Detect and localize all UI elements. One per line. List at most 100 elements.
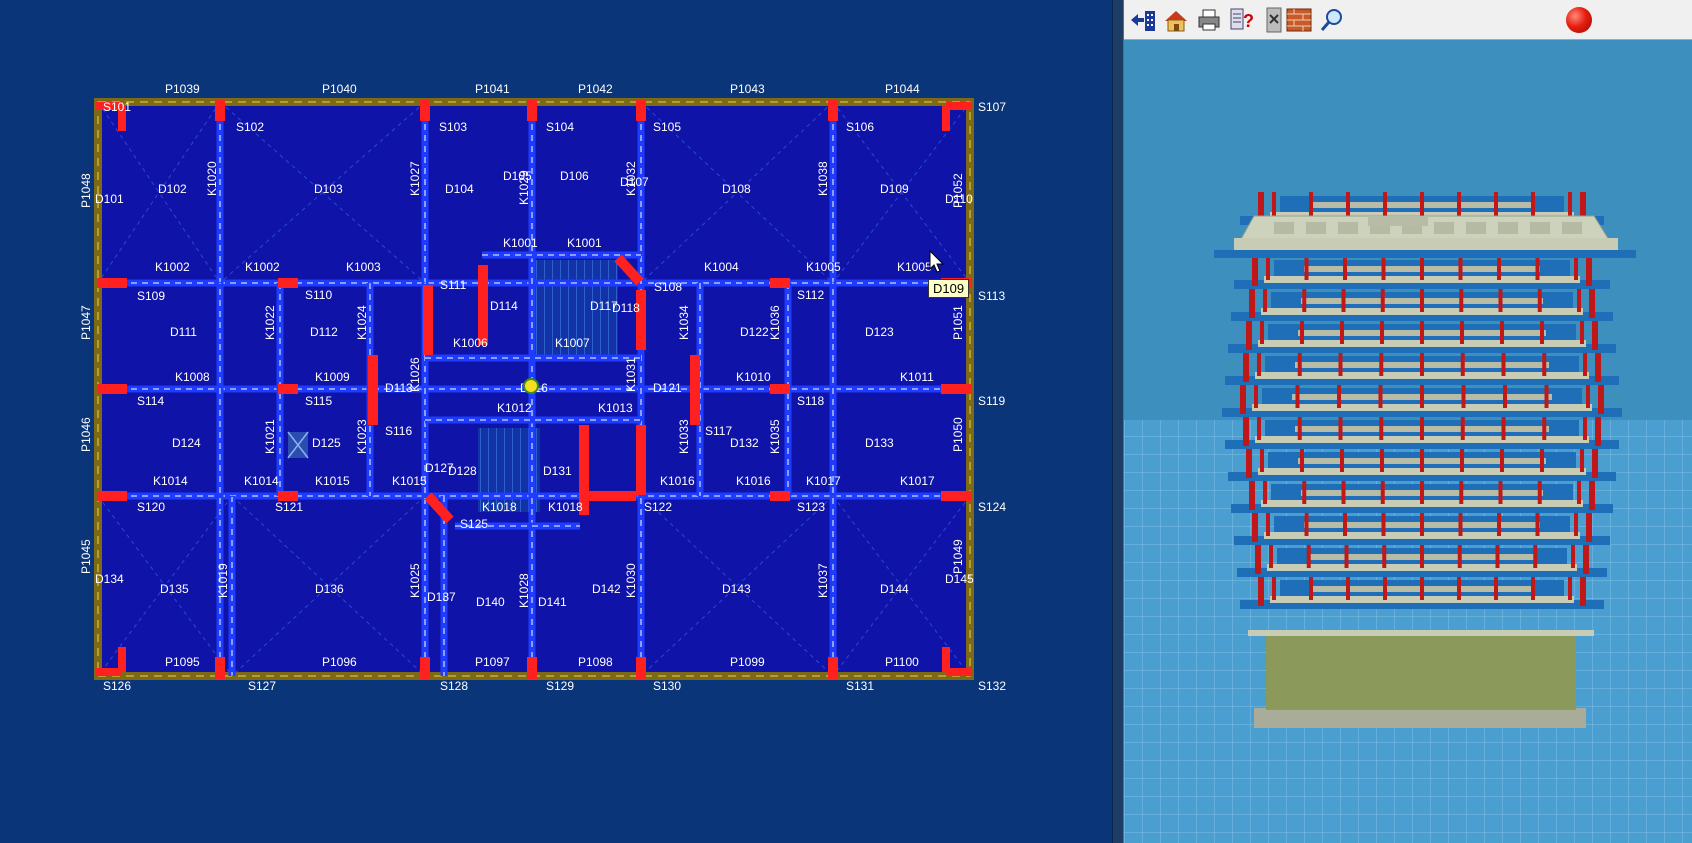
column-wall-5[interactable] — [579, 425, 589, 515]
beam-label: K1022 — [263, 305, 277, 340]
beam-label: K1014 — [244, 474, 279, 488]
podium-slab — [1248, 630, 1594, 636]
axis-label-right: P1051 — [951, 305, 965, 340]
column-label: S130 — [653, 679, 681, 693]
floor-level — [1234, 512, 1610, 545]
column-corner-tl[interactable] — [96, 102, 126, 131]
wall-texture-icon[interactable] — [1284, 5, 1314, 35]
column-wall-1[interactable] — [423, 285, 433, 355]
column-inner-2[interactable] — [278, 491, 298, 501]
column-inner-4[interactable] — [770, 384, 790, 394]
column-corner-br[interactable] — [942, 647, 972, 676]
column-label: S109 — [137, 289, 165, 303]
toolbar: ? — [1124, 0, 1692, 40]
column-inner-3[interactable] — [770, 278, 790, 288]
beam-label: K1018 — [482, 500, 517, 514]
column-bottom-4[interactable] — [828, 657, 838, 679]
beam-label: K1020 — [205, 161, 219, 196]
axis-label-top: P1040 — [322, 82, 357, 96]
axis-label-right: P1052 — [951, 173, 965, 208]
column-bottom-3[interactable] — [636, 657, 646, 679]
building-3d-view[interactable] — [1124, 40, 1692, 843]
home-icon[interactable] — [1161, 5, 1191, 35]
column-label: S121 — [275, 500, 303, 514]
column-top-4[interactable] — [828, 99, 838, 121]
column-right-2[interactable] — [941, 491, 971, 501]
beam-label: K1005 — [806, 260, 841, 274]
column-diag-2[interactable] — [424, 492, 454, 524]
column-wall-6[interactable] — [636, 425, 646, 495]
column-bottom-2[interactable] — [527, 657, 537, 679]
slab-label: D111 — [170, 325, 197, 339]
column-top-2[interactable] — [527, 99, 537, 121]
column-label: S128 — [440, 679, 468, 693]
back-building-icon[interactable] — [1128, 5, 1158, 35]
column-inner-0[interactable] — [278, 278, 298, 288]
beam-label: K1031 — [624, 357, 638, 392]
beam-label: K1013 — [598, 401, 633, 415]
column-inner-1[interactable] — [278, 384, 298, 394]
column-wall-8[interactable] — [690, 355, 700, 425]
column-inner-5[interactable] — [770, 491, 790, 501]
roof-panel — [1530, 222, 1550, 234]
selection-marker[interactable] — [523, 378, 539, 394]
column-top-1[interactable] — [420, 99, 430, 121]
axis-label-top: P1039 — [165, 82, 200, 96]
column-label: S111 — [440, 278, 467, 292]
roof-panel — [1434, 222, 1454, 234]
column-corner-bl[interactable] — [96, 647, 126, 676]
stop-button[interactable] — [1566, 7, 1592, 33]
column-bottom-0[interactable] — [215, 657, 225, 679]
print-icon[interactable] — [1194, 5, 1224, 35]
column-label: S103 — [439, 120, 467, 134]
pane-splitter[interactable] — [1112, 0, 1124, 843]
column-right-1[interactable] — [941, 384, 971, 394]
beam-label: K1001 — [503, 236, 538, 250]
slab-label: D135 — [160, 582, 189, 596]
beam-label: K1024 — [355, 305, 369, 340]
help-icon[interactable]: ? — [1227, 5, 1257, 35]
roof-panel — [1274, 222, 1294, 234]
axis-label-top: P1041 — [475, 82, 510, 96]
column-label: S115 — [305, 394, 332, 408]
column-wall-7[interactable] — [588, 491, 636, 501]
column-left-0[interactable] — [97, 278, 127, 288]
column-label: S104 — [546, 120, 574, 134]
tooltip: D109 — [928, 279, 970, 298]
column-wall-3[interactable] — [636, 290, 646, 350]
column-bottom-1[interactable] — [420, 657, 430, 679]
beam-label: K1004 — [704, 260, 739, 274]
beam-label: K1005 — [897, 260, 932, 274]
roof-panel — [1306, 222, 1326, 234]
column-wall-4[interactable] — [368, 355, 378, 425]
3d-view-pane[interactable]: ? — [1124, 0, 1692, 843]
beam-label: K1023 — [355, 419, 369, 454]
column-label: S120 — [137, 500, 165, 514]
slab-label: D108 — [722, 182, 751, 196]
axis-label-bottom: P1100 — [885, 655, 919, 669]
slab-label: D136 — [315, 582, 344, 596]
column-label: S105 — [653, 120, 681, 134]
column-wall-2[interactable] — [478, 265, 488, 345]
toggle-icon[interactable] — [1260, 5, 1290, 35]
beam-label: K1033 — [677, 419, 691, 454]
column-top-3[interactable] — [636, 99, 646, 121]
slab-label: D121 — [653, 381, 682, 395]
podium-wall — [1266, 636, 1576, 710]
column-label: S119 — [978, 394, 1005, 408]
column-label: S122 — [644, 500, 672, 514]
slab-label: D106 — [560, 169, 589, 183]
column-left-1[interactable] — [97, 384, 127, 394]
column-top-0[interactable] — [215, 99, 225, 121]
beam-label: K1026 — [408, 357, 422, 392]
slab-label: D133 — [865, 436, 894, 450]
column-corner-tr[interactable] — [942, 102, 972, 131]
column-diag-1[interactable] — [614, 254, 644, 286]
beam-label: K1014 — [153, 474, 188, 488]
axis-label-left: P1048 — [79, 173, 93, 208]
zoom-icon[interactable] — [1317, 5, 1347, 35]
slab-label: D109 — [880, 182, 909, 196]
column-left-2[interactable] — [97, 491, 127, 501]
